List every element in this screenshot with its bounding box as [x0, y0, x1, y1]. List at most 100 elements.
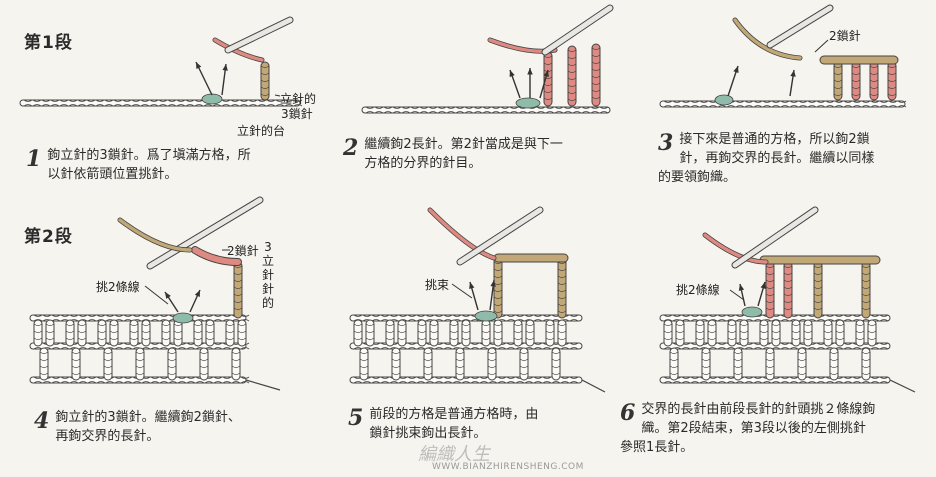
p2-turning-chain-twist [543, 55, 553, 58]
step-5-text: 5 前段的方格是普通方格時，由 鎖針挑束鉤出長針。 [348, 405, 608, 443]
p4-mesh-bottom-link [186, 376, 196, 384]
p6-mesh-post-twist [701, 358, 711, 361]
p1-foundation-chain-link [140, 99, 150, 107]
p5-mesh-post-twist [551, 358, 561, 361]
p6-mesh-post-twist [791, 323, 801, 326]
p6-mesh-post [739, 319, 749, 347]
p4-mesh-post [225, 319, 235, 347]
p5-mesh-post-twist [365, 330, 375, 333]
p6-hook-point [741, 306, 763, 318]
p2-foundation-chain-link [590, 106, 600, 114]
step-2-text: 2 繼續鉤2長針。第2針當成是與下一 方格的分界的針目。 [343, 135, 643, 173]
p2-foundation-chain-link [482, 106, 492, 114]
p6-mesh-post-twist [727, 330, 737, 333]
p6-mesh-post [835, 319, 845, 347]
p4-mesh-post-twist [71, 358, 81, 361]
p6-dc-1-twist [765, 293, 775, 296]
arrow-icon-head [738, 284, 745, 291]
p5-mesh-post-twist [513, 330, 523, 333]
p4-mesh-bottom-link [123, 376, 133, 384]
p6-mesh-post [791, 319, 801, 347]
p1-foundation-chain-link [266, 99, 276, 107]
p4-mesh-post-twist [33, 323, 43, 326]
p2-foundation-chain-link [446, 106, 456, 114]
p4-mesh-post-twist [103, 358, 113, 361]
p4-mesh-post-twist [193, 337, 203, 340]
p5-mesh-post [449, 319, 459, 347]
p3-dc-a-twist [833, 93, 843, 96]
p5-mesh-post [391, 347, 401, 381]
p2-foundation-chain-link [428, 106, 438, 114]
step-2-line-2: 方格的分界的針目。 [364, 156, 482, 171]
p2-dc-1-twist [567, 49, 577, 52]
p4-mesh-post-twist [199, 351, 209, 354]
p1-chain-label: 立針的 [280, 92, 317, 106]
p4-mesh-post-twist [141, 337, 151, 340]
p5-mesh-post [359, 347, 369, 381]
p4-mesh-post-twist [71, 365, 81, 368]
p5-hook-point [474, 310, 498, 322]
p6-mesh-post-twist [669, 365, 679, 368]
step-1-number: 1 [26, 146, 42, 172]
p6-dc-1-twist [765, 265, 775, 268]
p4-mesh-top-link [213, 314, 223, 322]
p6-mesh-post-twist [797, 358, 807, 361]
p6-dc-1-twist [765, 279, 775, 282]
p5-mesh-post-twist [423, 358, 433, 361]
p5-mesh-post-twist [551, 351, 561, 354]
p6-dc-1-twist [765, 272, 775, 275]
p4-chain-fill [192, 247, 241, 265]
p1-foundation-chain-link [239, 99, 249, 107]
p1-turning-chain [260, 61, 270, 101]
p5-dc-twist [557, 303, 567, 306]
p4-turning-chain-twist [233, 286, 243, 289]
p2-dc-2-twist [591, 75, 601, 78]
p6-mesh-bottom-link [852, 376, 862, 384]
p6-mesh-bottom-link [780, 376, 790, 384]
p5-mesh-post-twist [455, 372, 465, 375]
p6-mesh-post-twist [701, 351, 711, 354]
p5-mesh-post-twist [557, 337, 567, 340]
p5-mesh-post-twist [385, 330, 395, 333]
step-4-text: 4 鉤立針的3鎖針。繼續鉤2鎖針、 再鉤交界的長針。 [34, 408, 324, 446]
p3-foundation-chain-link [816, 100, 826, 108]
p1-foundation-chain-link [221, 99, 231, 107]
p2-foundation-chain-link [392, 106, 402, 114]
p6-mesh-post-twist [867, 330, 877, 333]
p6-mesh-post [701, 347, 711, 381]
p6-mesh-post-twist [675, 337, 685, 340]
p4-mesh-post-twist [173, 323, 183, 326]
p6-mesh-post-twist [829, 358, 839, 361]
p6-mesh-post-twist [791, 330, 801, 333]
p1-foundation-chain-link [77, 99, 87, 107]
p5-mesh-post-twist [359, 365, 369, 368]
p4-mesh-post-twist [45, 323, 55, 326]
p6-mesh-post-twist [829, 351, 839, 354]
p5-turning-chain-twist [493, 303, 503, 306]
p3-dc-d-twist [887, 93, 897, 96]
p6-mesh-post-twist [739, 337, 749, 340]
p5-mesh-post-twist [417, 330, 427, 333]
p1-foundation-chain-link [230, 99, 240, 107]
p4-mesh-post-twist [199, 372, 209, 375]
p4-mesh-post-twist [135, 351, 145, 354]
p4-working-yarn-fill [118, 218, 192, 252]
p3-foundation-chain-link [825, 100, 835, 108]
p5-mesh-post-twist [493, 337, 503, 340]
p2-dc-2-twist [591, 54, 601, 57]
p6-mesh-post-twist [727, 337, 737, 340]
p6-mesh-post-twist [867, 323, 877, 326]
p1-foundation-chain-link [50, 99, 60, 107]
p3-dc-b-twist [851, 86, 861, 89]
p2-foundation-chain-link [572, 106, 582, 114]
p2-dc-2-twist [591, 47, 601, 50]
p5-mesh-top-link [533, 314, 543, 322]
p1-foundation-chain-link [293, 99, 303, 107]
p5-dc-twist [557, 282, 567, 285]
p6-dc-3-twist [813, 286, 823, 289]
step-3-number: 3 [658, 130, 674, 156]
p4-mesh-post [237, 319, 247, 347]
p3-foundation-chain-link [789, 100, 799, 108]
p6-dc-4-twist [861, 286, 871, 289]
